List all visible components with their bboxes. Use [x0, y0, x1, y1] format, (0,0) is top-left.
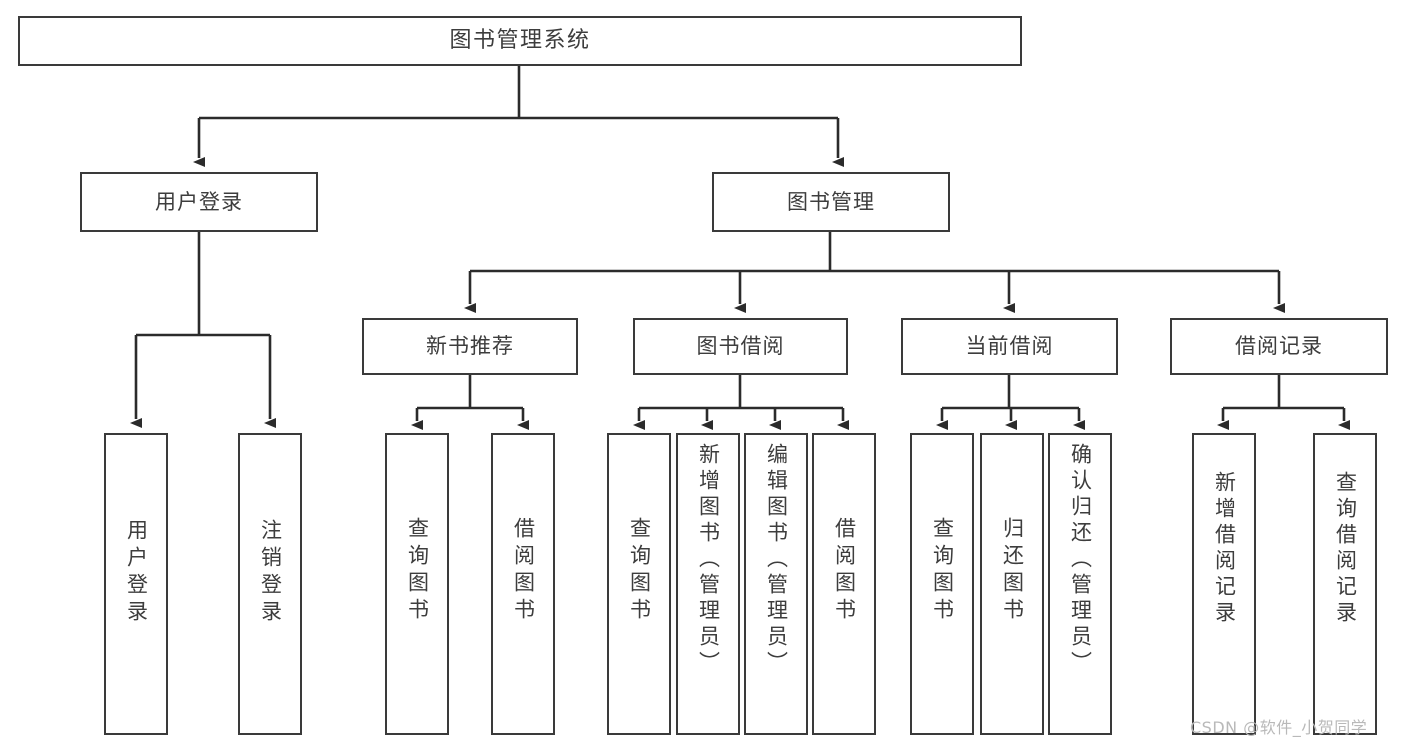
node-label: 用户登录 — [155, 189, 243, 214]
node-label: 新书推荐 — [426, 334, 514, 359]
node-leaf-user-logout[interactable]: 注销登录 — [238, 433, 302, 735]
node-user-login[interactable]: 用户登录 — [80, 172, 318, 232]
node-label: 借阅图书 — [832, 517, 857, 625]
node-label: 查询图书 — [930, 517, 955, 625]
node-new-book-recommend[interactable]: 新书推荐 — [362, 318, 578, 375]
node-label: 图书借阅 — [696, 334, 785, 359]
csdn-watermark: CSDN @软件_小贺同学 — [1190, 718, 1368, 737]
node-label: 新增借阅记录 — [1212, 471, 1237, 627]
node-label: 归还图书 — [1000, 517, 1025, 625]
node-label: 查询图书 — [405, 517, 430, 625]
node-leaf-edit-book[interactable]: 编辑图书（管理员） — [744, 433, 808, 735]
node-leaf-query-book-1[interactable]: 查询图书 — [385, 433, 449, 735]
node-borrow-record[interactable]: 借阅记录 — [1170, 318, 1388, 375]
node-root-system[interactable]: 图书管理系统 — [18, 16, 1022, 66]
node-label: 图书管理 — [787, 189, 875, 214]
node-leaf-query-book-3[interactable]: 查询图书 — [910, 433, 974, 735]
node-leaf-query-record[interactable]: 查询借阅记录 — [1313, 433, 1377, 735]
node-current-borrow[interactable]: 当前借阅 — [901, 318, 1118, 375]
node-leaf-borrow-book-2[interactable]: 借阅图书 — [812, 433, 876, 735]
node-label: 图书管理系统 — [449, 28, 591, 54]
node-label: 查询借阅记录 — [1333, 471, 1358, 627]
node-leaf-add-record[interactable]: 新增借阅记录 — [1192, 433, 1256, 735]
node-label: 查询图书 — [627, 517, 652, 625]
node-label: 确认归还（管理员） — [1068, 443, 1093, 677]
node-label: 编辑图书（管理员） — [764, 443, 789, 677]
node-label: 注销登录 — [258, 519, 283, 627]
node-label: 新增图书（管理员） — [696, 443, 721, 677]
node-label: 用户登录 — [124, 519, 149, 627]
node-leaf-add-book[interactable]: 新增图书（管理员） — [676, 433, 740, 735]
node-leaf-confirm-return[interactable]: 确认归还（管理员） — [1048, 433, 1112, 735]
node-book-borrow[interactable]: 图书借阅 — [633, 318, 848, 375]
node-label: 当前借阅 — [965, 334, 1054, 359]
node-leaf-query-book-2[interactable]: 查询图书 — [607, 433, 671, 735]
node-leaf-return-book[interactable]: 归还图书 — [980, 433, 1044, 735]
node-label: 借阅记录 — [1235, 334, 1323, 359]
node-book-manage[interactable]: 图书管理 — [712, 172, 950, 232]
node-label: 借阅图书 — [511, 517, 536, 625]
node-leaf-user-login[interactable]: 用户登录 — [104, 433, 168, 735]
node-leaf-borrow-book-1[interactable]: 借阅图书 — [491, 433, 555, 735]
